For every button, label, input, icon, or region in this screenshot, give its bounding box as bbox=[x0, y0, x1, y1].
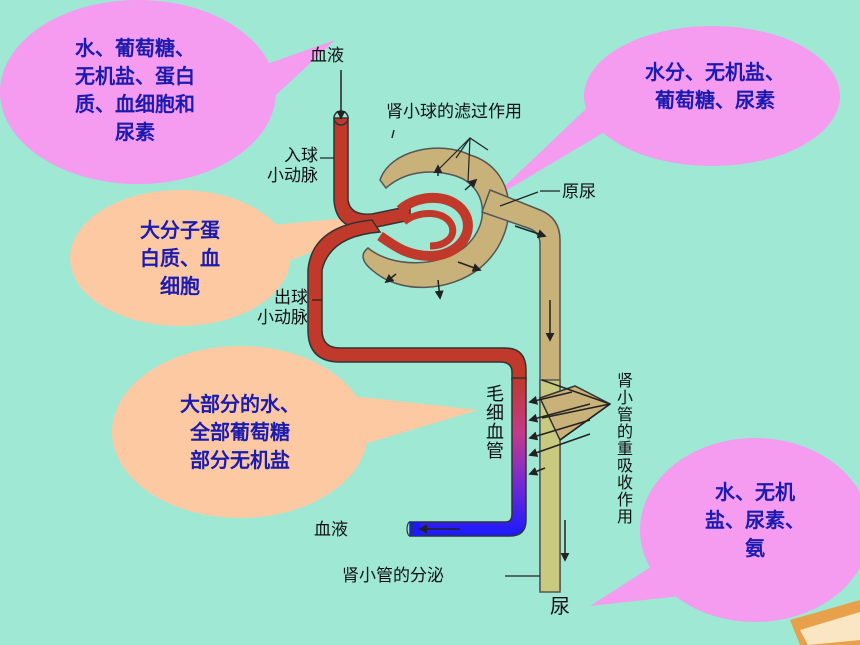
bubble-urine-text: 水、无机 盐、尿素、 氨 bbox=[705, 480, 805, 560]
glomerulus bbox=[377, 192, 473, 262]
bubble-afferent-blood bbox=[0, 0, 335, 184]
label-efferent-arteriole: 出球 小动脉 bbox=[257, 288, 308, 328]
efferent-arteriole bbox=[307, 219, 527, 381]
label-primary-urine: 原尿 bbox=[562, 182, 596, 202]
flow-arrows bbox=[336, 70, 570, 562]
label-blood-out: 血液 bbox=[314, 520, 348, 540]
bubble-afferent-blood-text: 水、葡萄糖、 无机盐、蛋白 质、血细胞和 尿素 bbox=[75, 36, 195, 144]
label-afferent-arteriole: 入球 小动脉 bbox=[267, 146, 318, 186]
label-tubular-reabsorption: 肾小管的重吸收作用 bbox=[614, 372, 633, 525]
reabsorption-arrows bbox=[528, 379, 612, 476]
label-blood-in: 血液 bbox=[310, 46, 344, 66]
book-decoration bbox=[790, 600, 860, 645]
bubble-retained-text: 大分子蛋 白质、血 细胞 bbox=[140, 218, 220, 298]
label-urine: 尿 bbox=[550, 594, 570, 618]
bubble-reabsorbed-text: 大部分的水、 全部葡萄糖 部分无机盐 bbox=[180, 392, 300, 472]
capillary-network bbox=[406, 377, 527, 537]
label-capillary: 毛细血管 bbox=[483, 384, 504, 460]
bubble-reabsorbed bbox=[112, 346, 478, 518]
label-glomerular-filtration: 肾小球的滤过作用 bbox=[386, 102, 522, 122]
bubble-urine bbox=[590, 438, 860, 622]
bubble-filtrate bbox=[490, 26, 840, 200]
leader-lines bbox=[312, 137, 560, 577]
bubble-filtrate-text: 水分、无机盐、 葡萄糖、尿素 bbox=[645, 60, 785, 112]
label-tubular-secretion: 肾小管的分泌 bbox=[342, 566, 444, 586]
